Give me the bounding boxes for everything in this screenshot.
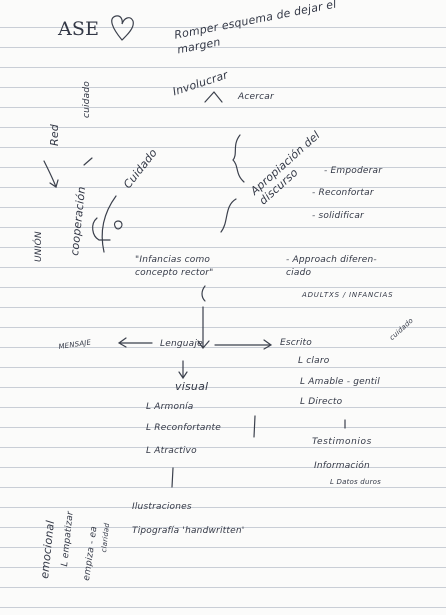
note-red: Red bbox=[48, 124, 61, 146]
union-arrow bbox=[43, 160, 57, 188]
down-arrow-1-head bbox=[197, 340, 210, 349]
small-loop bbox=[113, 220, 123, 230]
left-arrow-head bbox=[117, 337, 127, 348]
note-informacion: Información bbox=[314, 461, 370, 471]
heart-doodle bbox=[111, 15, 134, 41]
down-arrow-2-head bbox=[178, 371, 188, 380]
note-armonia: L Armonía bbox=[146, 402, 194, 412]
brace-lower bbox=[220, 198, 237, 233]
note-empoderar: - Empoderar bbox=[324, 166, 383, 176]
vertical-tick-1 bbox=[253, 415, 256, 438]
note-directo: L Directo bbox=[300, 397, 343, 407]
note-solidificar: - solidificar bbox=[312, 211, 364, 221]
note-reconfortar: - Reconfortar bbox=[312, 188, 374, 198]
note-amable: L Amable - gentil bbox=[300, 377, 380, 387]
note-adultxs-infancias: ADULTXS / INFANCIAS bbox=[302, 291, 394, 299]
note-atractivo: L Atractivo bbox=[146, 446, 197, 456]
note-visual: visual bbox=[175, 380, 209, 393]
note-ilustraciones: Ilustraciones bbox=[132, 502, 192, 512]
note-approach: - Approach diferen- ciado bbox=[286, 255, 377, 278]
brace-cuidado bbox=[101, 195, 117, 253]
note-cuidado-small: cuidado bbox=[82, 80, 92, 118]
cooperacion-link bbox=[83, 157, 93, 166]
union-arrow-head bbox=[49, 179, 59, 188]
note-union: UNIÓN bbox=[34, 231, 44, 262]
note-tipografia: Tipografía 'handwritten' bbox=[132, 526, 245, 536]
note-infancias: "Infancias como concepto rector" bbox=[135, 255, 214, 278]
caret-mark bbox=[204, 91, 223, 103]
note-reconfortante: L Reconfortante bbox=[146, 423, 222, 433]
note-testimonios: Testimonios bbox=[312, 437, 372, 447]
page-title: ASE bbox=[58, 18, 100, 40]
note-escrito: Escrito bbox=[280, 338, 312, 348]
connect-brace bbox=[92, 217, 111, 241]
vertical-tick-3 bbox=[171, 467, 174, 488]
note-datos-duros: L Datos duros bbox=[330, 478, 381, 486]
right-arrow-head bbox=[263, 339, 273, 350]
brace-apropiacion bbox=[232, 134, 245, 183]
note-acercar: Acercar bbox=[238, 92, 274, 102]
note-claro: L claro bbox=[298, 356, 330, 366]
note-lenguaje: Lenguaje bbox=[160, 339, 203, 349]
c-shape bbox=[201, 285, 206, 302]
